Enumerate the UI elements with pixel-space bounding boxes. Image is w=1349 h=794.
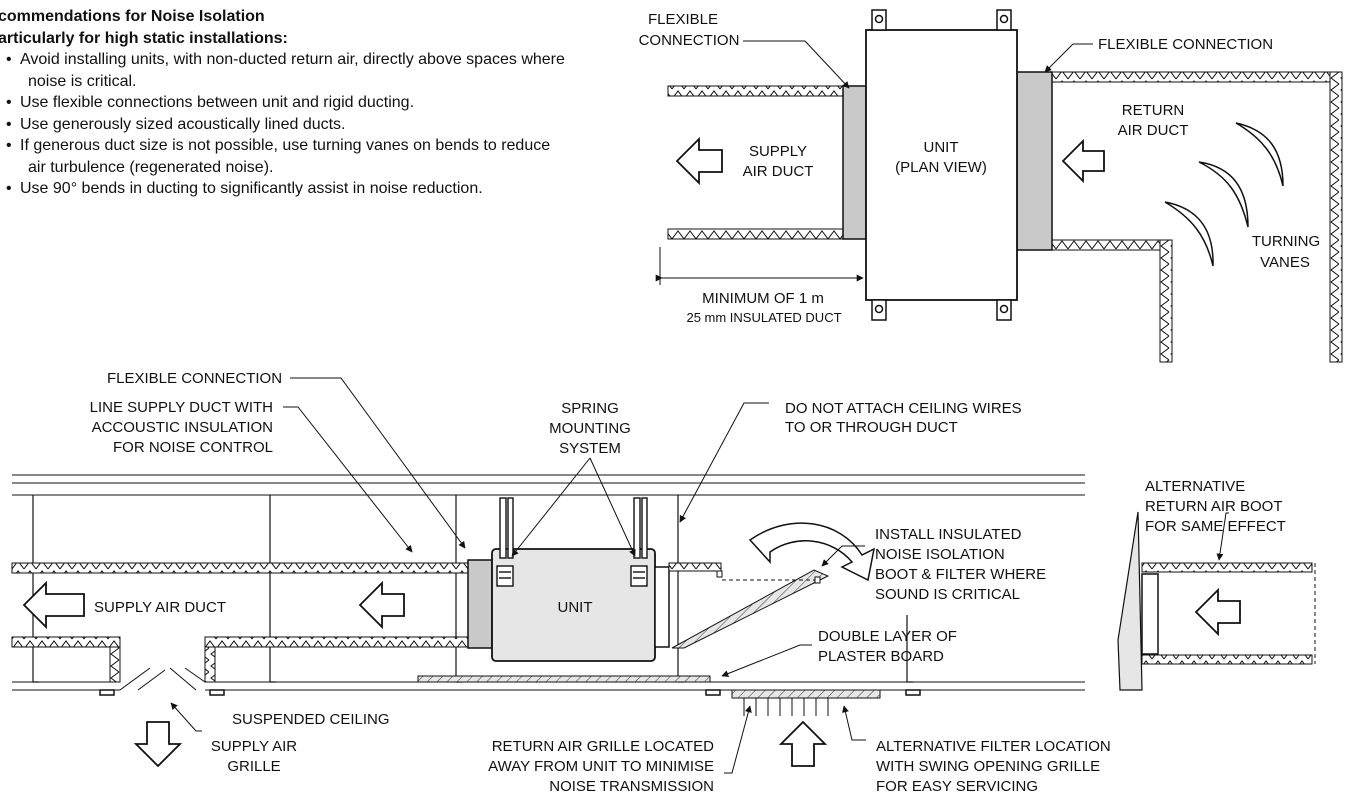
- section-supply-duct: [11, 562, 469, 683]
- plaster-board: [417, 675, 711, 683]
- section-filter-label-1: ALTERNATIVE FILTER LOCATION: [876, 738, 1111, 755]
- section-boot-label-4: SOUND IS CRITICAL: [875, 586, 1020, 603]
- alternative-filter: [731, 689, 881, 699]
- plan-view: FLEXIBLE CONNECTION FLEXIBLE CONNECTION …: [639, 9, 1343, 363]
- section-wires-label-2: TO OR THROUGH DUCT: [785, 419, 958, 436]
- alternative-boot-arrow-icon: [1194, 587, 1241, 637]
- section-spring-label-2: MOUNTING: [549, 420, 631, 437]
- return-up-arrow-icon: [778, 720, 828, 767]
- flexible-connection-section: [467, 559, 493, 649]
- section-alt-label-2: RETURN AIR BOOT: [1145, 498, 1283, 515]
- section-filter-label-3: FOR EASY SERVICING: [876, 778, 1038, 794]
- spring-mounts: [496, 497, 648, 587]
- section-plaster-label-2: PLASTER BOARD: [818, 648, 944, 665]
- section-supply-duct-label: SUPPLY AIR DUCT: [94, 599, 226, 616]
- curved-airflow-arrow-icon: [748, 522, 876, 582]
- plan-supply-label-2: AIR DUCT: [743, 163, 814, 180]
- section-spring-label-3: SYSTEM: [559, 440, 621, 457]
- mounting-lugs: [871, 9, 1012, 321]
- plan-flex-left-label-1: FLEXIBLE: [648, 11, 718, 28]
- noise-isolation-boot: [668, 562, 830, 649]
- ceiling-tees: [99, 689, 921, 696]
- flexible-connection-left: [842, 85, 867, 240]
- supply-arrow-icon: [675, 136, 723, 186]
- flex-right-leader-diag: [1044, 43, 1074, 73]
- flexible-connection-right: [1016, 71, 1053, 251]
- section-view: FLEXIBLE CONNECTION LINE SUPPLY DUCT WIT…: [11, 370, 1316, 794]
- section-grille-label-1: SUPPLY AIR: [211, 738, 297, 755]
- section-return-label-1: RETURN AIR GRILLE LOCATED: [492, 738, 714, 755]
- section-line-label-3: FOR NOISE CONTROL: [113, 439, 273, 456]
- section-wires-label-1: DO NOT ATTACH CEILING WIRES: [785, 400, 1022, 417]
- notes-item: Avoid installing units, with non-ducted …: [20, 49, 570, 92]
- section-boot-label-3: BOOT & FILTER WHERE: [875, 566, 1046, 583]
- notes-item: Use flexible connections between unit an…: [20, 92, 570, 114]
- section-ceiling-label: SUSPENDED CEILING: [232, 711, 390, 728]
- section-alt-label-1: ALTERNATIVE: [1145, 478, 1245, 495]
- section-boot-label-2: NOISE ISOLATION: [875, 546, 1005, 563]
- plan-unit-label-1: UNIT: [924, 139, 959, 156]
- turning-vanes: [1164, 122, 1284, 267]
- minimum-dimension: [655, 247, 867, 285]
- noise-isolation-notes: commendations for Noise Isolation articu…: [0, 6, 570, 200]
- section-unit-label: UNIT: [558, 599, 593, 616]
- section-flex-label: FLEXIBLE CONNECTION: [107, 370, 282, 387]
- plan-return-label-1: RETURN: [1122, 102, 1185, 119]
- plan-unit: [865, 29, 1018, 301]
- plan-flex-right-label: FLEXIBLE CONNECTION: [1098, 36, 1273, 53]
- plan-flex-left-label-2: CONNECTION: [639, 32, 740, 49]
- notes-item: If generous duct size is not possible, u…: [20, 135, 570, 178]
- section-line-label-2: ACCOUSTIC INSULATION: [92, 419, 273, 436]
- notes-item: Use generously sized acoustically lined …: [20, 114, 570, 136]
- section-plaster-label-1: DOUBLE LAYER OF: [818, 628, 957, 645]
- plan-supply-label-1: SUPPLY: [749, 143, 807, 160]
- alternative-boot: [1117, 511, 1316, 691]
- section-leaders: [170, 377, 1229, 774]
- grille-down-arrow-icon: [133, 721, 183, 768]
- plan-vanes-label-2: VANES: [1260, 254, 1310, 271]
- unit-return-flange: [654, 566, 670, 648]
- return-grille-bars: [743, 698, 829, 716]
- notes-item: Use 90° bends in ducting to significantl…: [20, 178, 570, 200]
- plan-minimum-label-1: MINIMUM OF 1 m: [702, 290, 824, 307]
- section-supply-arrow-left-icon: [22, 580, 85, 630]
- notes-heading-2: articularly for high static installation…: [0, 29, 288, 47]
- section-boot-label-1: INSTALL INSULATED: [875, 526, 1022, 543]
- plan-minimum-label-2: 25 mm INSULATED DUCT: [686, 310, 841, 325]
- section-filter-label-2: WITH SWING OPENING GRILLE: [876, 758, 1100, 775]
- return-arrow-icon: [1061, 138, 1105, 184]
- plan-vanes-label-1: TURNING: [1252, 233, 1320, 250]
- section-line-label-1: LINE SUPPLY DUCT WITH: [90, 399, 273, 416]
- notes-heading-1: commendations for Noise Isolation: [0, 8, 265, 25]
- notes-list: Avoid installing units, with non-ducted …: [0, 49, 570, 200]
- section-supply-arrow-mid-icon: [358, 580, 405, 630]
- flex-left-leader-diag: [804, 40, 850, 89]
- plan-return-duct: [1051, 71, 1343, 363]
- plan-return-label-2: AIR DUCT: [1118, 122, 1189, 139]
- plan-unit-label-2: (PLAN VIEW): [895, 159, 987, 176]
- section-grille-label-2: GRILLE: [227, 758, 280, 775]
- section-spring-label-1: SPRING: [561, 400, 619, 417]
- section-return-label-2: AWAY FROM UNIT TO MINIMISE: [488, 758, 714, 775]
- section-return-label-3: NOISE TRANSMISSION: [549, 778, 714, 794]
- section-alt-label-3: FOR SAME EFFECT: [1145, 518, 1286, 535]
